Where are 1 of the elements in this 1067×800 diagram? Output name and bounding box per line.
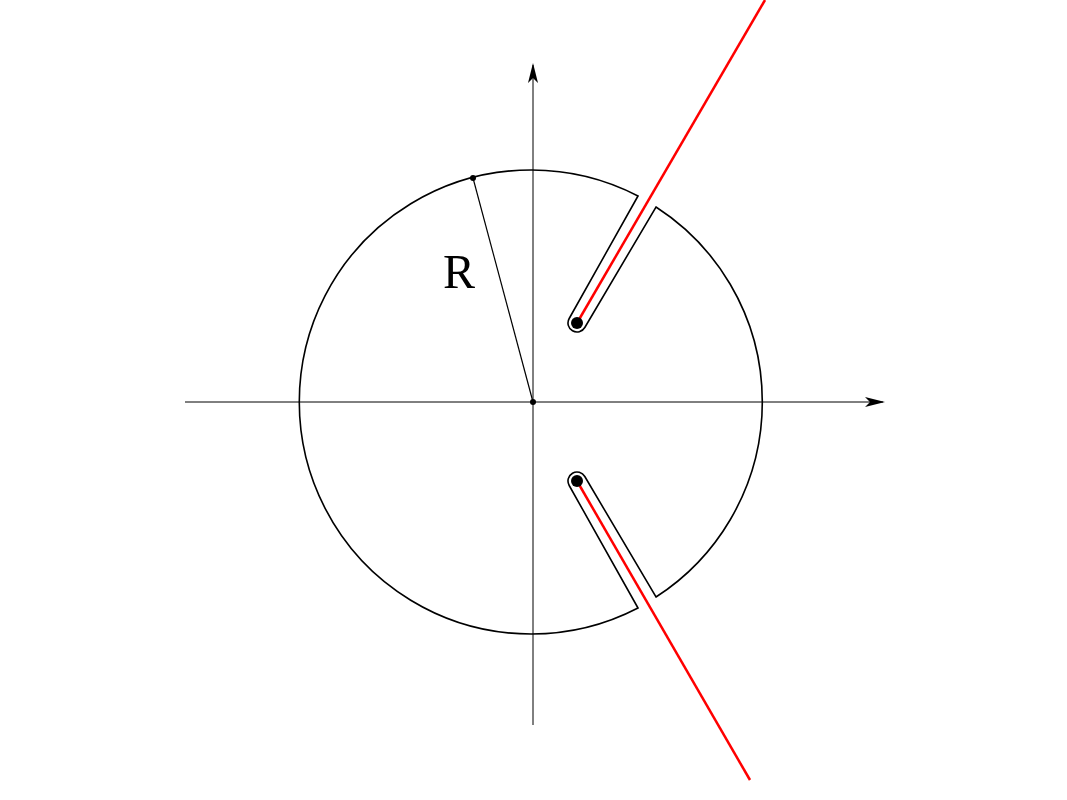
radius-label: R	[443, 248, 475, 296]
